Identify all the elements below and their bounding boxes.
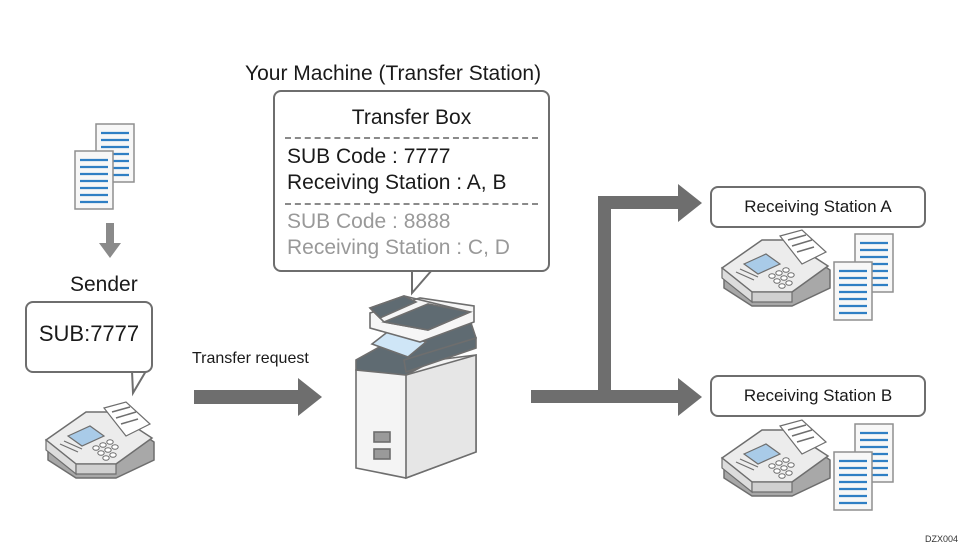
transfer-request-arrow [194,378,322,416]
distribution-arrows [531,184,702,416]
entry-receiving-stations-inactive: Receiving Station : C, D [287,236,510,259]
receiving-station-a-documents-icon [832,232,895,322]
entry-sub-code-inactive: SUB Code : 8888 [287,210,451,233]
receiving-station-b-text: Receiving Station B [743,386,893,405]
receiving-station-b-label: Receiving Station B [710,375,926,417]
sender-sub-code: SUB:7777 [38,321,140,346]
transfer-station-title: Your Machine (Transfer Station) [245,62,542,85]
sender-label: Sender [70,273,138,296]
sender-documents-icon [73,122,136,211]
transfer-box-heading: Transfer Box [351,106,472,129]
entry-sub-code: SUB Code : 7777 [287,145,451,168]
sender-fax-icon [45,401,155,479]
receiving-station-b-fax-icon [721,419,831,497]
receiving-station-a-fax-icon [721,229,831,307]
transfer-box-bubble: Transfer Box SUB Code : 7777 Receiving S… [273,90,550,272]
receiving-station-a-label: Receiving Station A [710,186,926,228]
transfer-request-label: Transfer request [192,350,309,367]
receiving-station-b-documents-icon [832,422,895,512]
entry-receiving-stations: Receiving Station : A, B [287,171,507,194]
divider [285,203,538,205]
down-arrow-icon [99,223,121,258]
divider [285,137,538,139]
sender-sub-bubble: SUB:7777 [25,301,153,373]
transfer-station-machine-icon [355,295,477,480]
receiving-station-a-text: Receiving Station A [744,197,892,216]
figure-code: DZX004 [925,534,959,544]
